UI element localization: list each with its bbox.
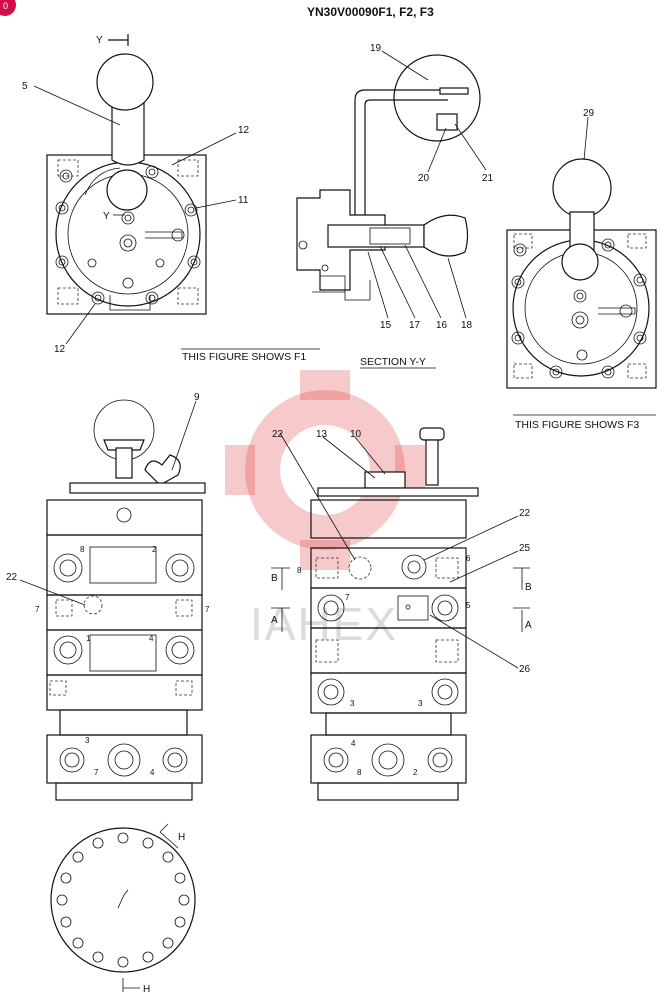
corner-badge-text: 0 <box>3 1 8 11</box>
port-label: 4 <box>351 739 356 748</box>
f1-top-view <box>33 34 237 345</box>
callout-22-upper-right: 22 <box>519 508 531 519</box>
port-label: 2 <box>413 768 418 777</box>
f1-caption: THIS FIGURE SHOWS F1 <box>182 351 306 363</box>
f3-caption: THIS FIGURE SHOWS F3 <box>515 419 639 431</box>
port-label: 4 <box>149 634 154 643</box>
left-side-view <box>19 399 206 801</box>
corner-badge <box>0 0 16 16</box>
callout-y-center: Y <box>103 211 110 222</box>
port-label: 3 <box>350 699 355 708</box>
port-label: 7 <box>35 605 40 614</box>
right-port-labels: 8 6 7 5 3 3 4 8 2 <box>297 554 471 777</box>
port-label: 1 <box>86 634 91 643</box>
callout-17: 17 <box>409 320 421 331</box>
callout-9: 9 <box>194 392 200 403</box>
left-port-labels: 8 2 7 7 1 4 3 7 4 <box>35 545 210 777</box>
section-h-bottom: H <box>143 984 150 995</box>
port-label: 4 <box>150 768 155 777</box>
section-a-left: A <box>271 615 278 626</box>
port-label: 8 <box>297 566 302 575</box>
diagram-title: YN30V00090F1, F2, F3 <box>307 5 434 19</box>
port-label: 7 <box>205 605 210 614</box>
callout-y-top: Y <box>96 35 103 46</box>
callout-16: 16 <box>436 320 448 331</box>
port-label: 6 <box>466 554 471 563</box>
callout-25: 25 <box>519 543 531 554</box>
section-h-top: H <box>178 832 185 843</box>
callout-18: 18 <box>461 320 473 331</box>
callout-22-right: 22 <box>272 429 284 440</box>
callout-19: 19 <box>370 43 382 54</box>
callout-20: 20 <box>418 173 430 184</box>
f3-top-view <box>506 116 657 389</box>
callout-12-top: 12 <box>238 125 250 136</box>
callout-10: 10 <box>350 429 362 440</box>
watermark-text: IAHEX <box>250 598 398 650</box>
callout-21: 21 <box>482 173 494 184</box>
callout-12-bottom: 12 <box>54 344 66 355</box>
section-b-right: B <box>525 582 532 593</box>
section-b-left: B <box>271 573 278 584</box>
port-label: 5 <box>466 601 471 610</box>
port-label: 2 <box>152 545 157 554</box>
port-label: 7 <box>94 768 99 777</box>
callout-22-left: 22 <box>6 572 18 583</box>
callout-15: 15 <box>380 320 392 331</box>
section-caption: SECTION Y-Y <box>360 356 426 368</box>
callout-13: 13 <box>316 429 328 440</box>
callout-26: 26 <box>519 664 531 675</box>
callout-5: 5 <box>22 81 28 92</box>
port-label: 3 <box>85 736 90 745</box>
port-label: 8 <box>357 768 362 777</box>
port-label: 8 <box>80 545 85 554</box>
callout-29: 29 <box>583 108 595 119</box>
section-yy-view <box>296 50 487 319</box>
callout-11: 11 <box>238 195 249 206</box>
watermark-logo: IAHEX <box>225 370 425 650</box>
section-a-right: A <box>525 620 532 631</box>
port-label: 3 <box>418 699 423 708</box>
port-label: 7 <box>345 593 350 602</box>
flange-view-hh <box>50 823 196 992</box>
right-side-view <box>271 427 530 801</box>
